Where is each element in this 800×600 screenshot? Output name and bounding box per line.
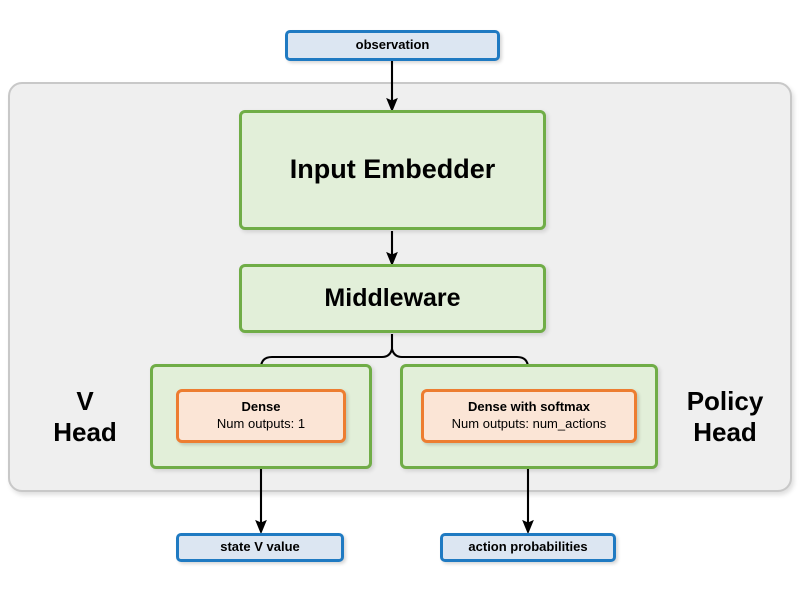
node-v-head-dense-subtitle: Num outputs: 1 [216, 416, 306, 431]
node-policy-head-dense-subtitle: Num outputs: num_actions [451, 416, 607, 431]
node-middleware[interactable]: Middleware [239, 264, 546, 333]
label-policy-head: Policy Head [665, 380, 785, 454]
label-policy-head-line1: Policy [686, 386, 764, 417]
node-v-head-dense-title: Dense [241, 399, 281, 415]
node-state-v-value-label: state V value [220, 539, 300, 555]
node-action-probabilities[interactable]: action probabilities [440, 533, 616, 562]
node-input-embedder[interactable]: Input Embedder [239, 110, 546, 230]
label-v-head: V Head [30, 380, 140, 454]
node-state-v-value[interactable]: state V value [176, 533, 344, 562]
node-input-embedder-label: Input Embedder [289, 154, 496, 185]
node-observation-label: observation [355, 37, 430, 53]
node-policy-head-dense-title: Dense with softmax [467, 399, 591, 415]
node-v-head-dense[interactable]: Dense Num outputs: 1 [176, 389, 346, 443]
label-policy-head-line2: Head [693, 417, 757, 447]
node-middleware-label: Middleware [324, 284, 461, 313]
node-policy-head-dense[interactable]: Dense with softmax Num outputs: num_acti… [421, 389, 637, 443]
node-action-probabilities-label: action probabilities [468, 539, 588, 555]
label-v-head-line2: Head [53, 417, 117, 447]
node-observation[interactable]: observation [285, 30, 500, 61]
label-v-head-line1: V [76, 386, 94, 417]
